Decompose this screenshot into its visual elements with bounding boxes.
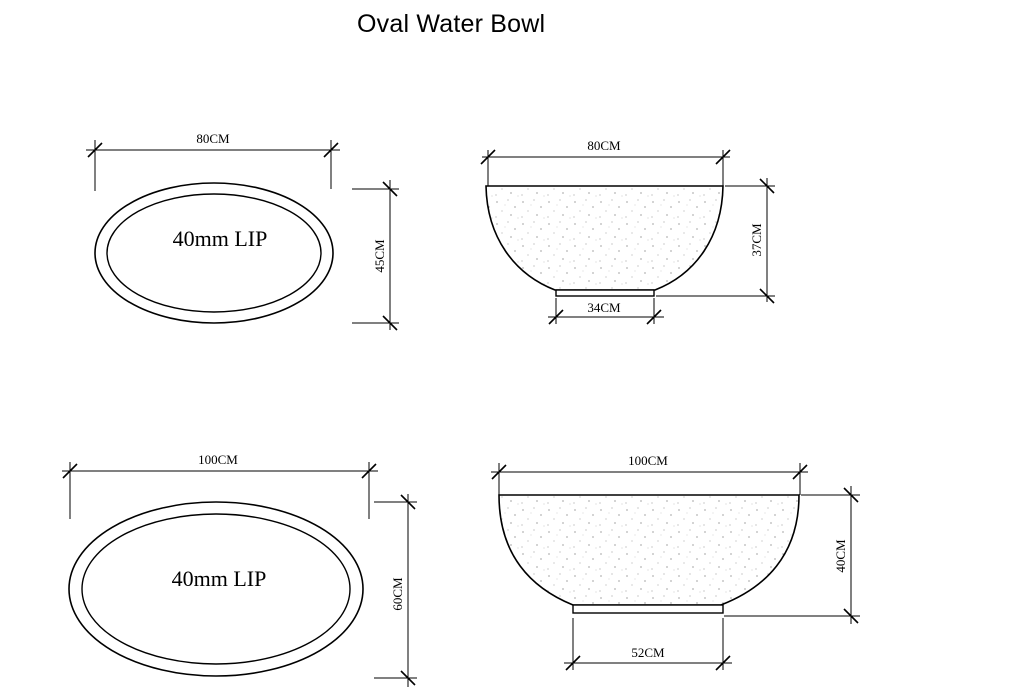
large-side-height-dimension: 40CM <box>724 486 860 624</box>
large-bowl-body <box>498 494 800 606</box>
small-plan-outer-rim <box>94 182 334 324</box>
small-plan-inner-rim <box>106 193 322 313</box>
large-plan-depth-dimension: 60CM <box>374 494 417 687</box>
large-plan-outer-rim <box>68 501 364 677</box>
large-side-width-dimension: 100CM <box>491 453 808 495</box>
large-plan-view: 40mm LIP 100CM 60CM <box>62 452 417 687</box>
large-plan-width-label: 100CM <box>198 452 238 467</box>
small-side-height-dimension: 37CM <box>656 178 775 304</box>
large-side-view: 100CM 40CM 52CM <box>491 453 860 671</box>
small-side-view: 80CM 37CM 34CM <box>480 138 775 325</box>
small-bowl-base <box>555 289 655 297</box>
small-plan-width-dimension: 80CM <box>86 131 340 191</box>
small-plan-depth-label: 45CM <box>372 239 387 273</box>
small-base-width-label: 34CM <box>587 300 621 315</box>
small-plan-view: 40mm LIP 80CM 45CM <box>86 131 399 331</box>
large-plan-inner-rim <box>81 513 351 665</box>
small-lip-label: 40mm LIP <box>173 226 268 251</box>
large-plan-depth-label: 60CM <box>390 577 405 611</box>
small-plan-depth-dimension: 45CM <box>352 180 399 331</box>
small-side-width-label: 80CM <box>587 138 621 153</box>
large-base-width-label: 52CM <box>631 645 665 660</box>
large-side-height-label: 40CM <box>833 539 848 573</box>
small-bowl-body <box>485 185 724 291</box>
page-title: Oval Water Bowl <box>357 10 546 38</box>
small-side-height-label: 37CM <box>749 223 764 257</box>
large-bowl-base <box>572 604 724 614</box>
large-base-width-dimension: 52CM <box>564 618 732 671</box>
small-side-width-dimension: 80CM <box>480 138 731 186</box>
large-lip-label: 40mm LIP <box>172 566 267 591</box>
small-plan-width-label: 80CM <box>196 131 230 146</box>
large-plan-width-dimension: 100CM <box>62 452 378 519</box>
large-side-width-label: 100CM <box>628 453 668 468</box>
small-base-width-dimension: 34CM <box>548 298 664 325</box>
